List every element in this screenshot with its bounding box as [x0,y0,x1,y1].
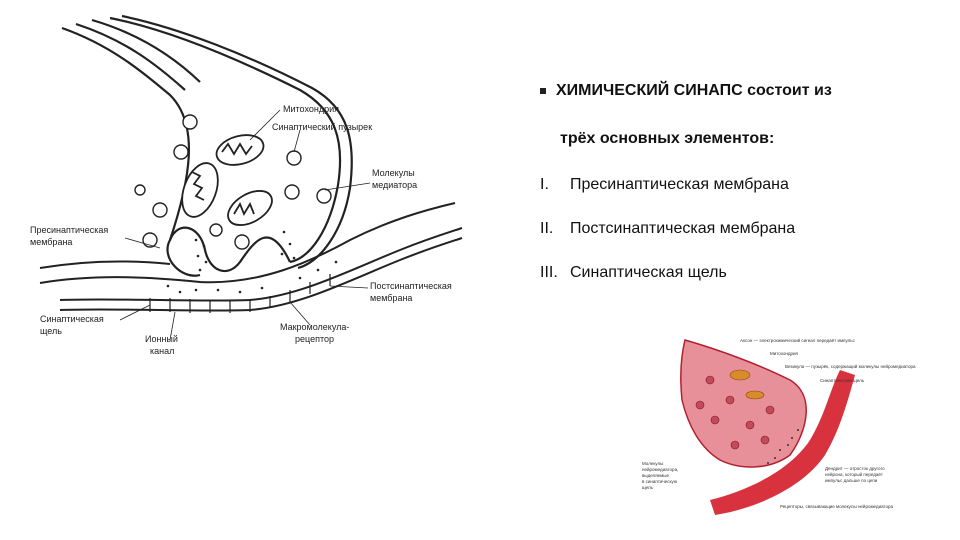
label-ion-1: Ионный [145,334,178,344]
synaptic-vesicles [134,114,332,250]
list-item-label: Пресинаптическая мембрана [570,176,789,193]
label-receptor-1: Макромолекула- [280,322,349,332]
heading-line-2: трёх основных элементов: [560,130,775,147]
color-label-dendrite-3: импульс дальше по цепи [825,478,878,483]
color-synapse-illustration: Аксон — электрохимический сигнал передаё… [642,337,916,515]
label-postsynaptic-2: мембрана [370,293,412,303]
list-item-label: Синаптическая щель [570,264,727,281]
text-block: ХИМИЧЕСКИЙ СИНАПС состоит из трёх основн… [540,82,940,308]
color-label-receptors: Рецепторы, связывающие молекулы нейромед… [780,503,894,509]
label-receptor-2: рецептор [295,334,334,344]
diagram-labels: Митохондрия Синаптический пузырек Молеку… [30,104,452,356]
label-mediator-1: Молекулы [372,168,415,178]
label-vesicle: Синаптический пузырек [272,122,372,132]
list-item: III. Синаптическая щель [540,264,940,282]
color-label-molecules-5: щель [642,485,654,490]
label-cleft-2: щель [40,326,62,336]
color-label-molecules-2: нейромедиатора, [642,466,678,472]
heading: ХИМИЧЕСКИЙ СИНАПС состоит из [540,82,940,100]
color-label-mito: Митохондрия [770,351,799,356]
list-item-number: I. [540,176,549,193]
color-label-dendrite-2: нейрона, который передаёт [825,471,883,477]
synapse-diagram: Митохондрия Синаптический пузырек Молеку… [30,14,463,356]
presynaptic-bulb [680,339,807,468]
mitochondria [181,134,273,226]
label-mitochondria: Митохондрия [283,104,339,114]
color-label-cleft: Синаптическая щель [820,378,865,383]
list-item-label: Постсинаптическая мембрана [570,220,796,237]
label-presynaptic-1: Пресинаптическая [30,225,108,235]
color-molecules [767,429,799,464]
label-postsynaptic-1: Постсинаптическая [370,281,452,291]
color-label-molecules-4: в синаптическую [642,479,678,484]
label-mediator-2: медиатора [372,180,417,190]
color-labels: Аксон — электрохимический сигнал передаё… [642,337,916,509]
color-label-dendrite-1: Дендрит — отросток другого [825,466,885,471]
color-label-axon: Аксон — электрохимический сигнал передаё… [740,337,856,343]
leader-lines [119,109,371,341]
presynaptic-terminal [61,14,353,277]
color-label-molecules-3: выделяемые [642,473,669,478]
color-label-molecules-1: Молекулы [642,461,663,466]
label-presynaptic-2: мембрана [30,237,72,247]
mediator-dots [166,230,338,294]
label-cleft-1: Синаптическая [40,314,104,324]
color-label-vesicle: Везикула — пузырёк, содержащий молекулы … [785,363,916,369]
square-bullet-icon [540,88,546,94]
color-mitochondria [729,369,765,400]
postsynaptic-dendrite [710,370,855,515]
list-item-number: II. [540,220,554,237]
list-item: I. Пресинаптическая мембрана [540,176,940,194]
elements-list: I. Пресинаптическая мембрана II. Постсин… [540,176,940,282]
label-ion-2: канал [150,346,174,356]
list-item-number: III. [540,264,558,281]
heading-line-1: ХИМИЧЕСКИЙ СИНАПС состоит из [556,82,832,99]
color-vesicles [695,375,775,450]
postsynaptic-membrane [39,202,463,312]
list-item: II. Постсинаптическая мембрана [540,220,940,238]
